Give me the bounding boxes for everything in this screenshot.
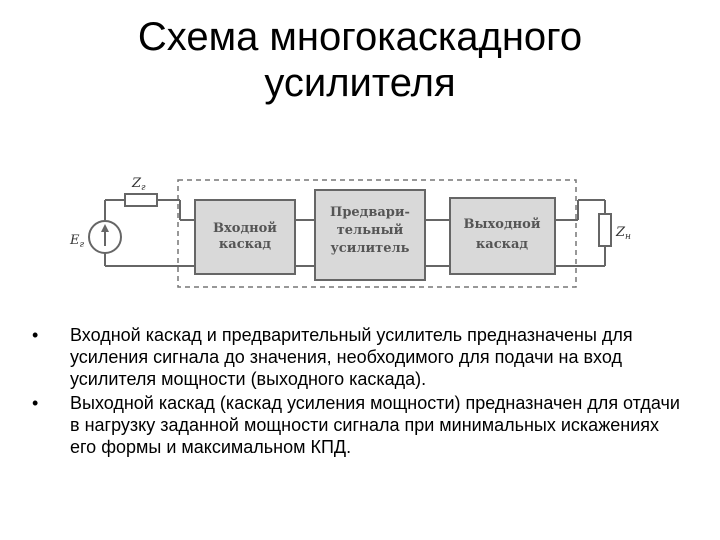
bullet-marker: • <box>32 325 39 345</box>
block-1-label-line-1: Входной <box>213 221 277 236</box>
block-preamplifier <box>314 189 426 281</box>
block-2-label-line-2: тельный <box>337 223 404 238</box>
amplifier-boundary <box>177 179 577 288</box>
bullet-text-2: Выходной каскад (каскад усиления мощност… <box>70 393 680 457</box>
source-impedance-resistor <box>124 193 158 207</box>
bullet-item-1: • Входной каскад и предварительный усили… <box>28 324 688 390</box>
load-impedance-resistor <box>598 213 612 247</box>
block-3-label-line-1: Выходной <box>464 217 541 232</box>
block-output-stage <box>449 197 556 275</box>
bullet-marker: • <box>32 393 39 413</box>
load-impedance-label: Zн <box>615 225 631 242</box>
block-2-label-line-3: усилитель <box>330 241 409 256</box>
bullet-list: • Входной каскад и предварительный усили… <box>28 324 688 460</box>
amplifier-block-diagram: Входной каскад Предвари- тельный усилите… <box>60 162 660 292</box>
title-line-1: Схема многокаскадного <box>137 15 583 59</box>
diagram-svg: Входной каскад Предвари- тельный усилите… <box>69 176 631 288</box>
source-impedance-label: Zг <box>131 176 146 193</box>
source-emf-label: Eг <box>69 233 85 250</box>
title-line-2: усилителя <box>264 61 456 105</box>
block-1-label-line-2: каскад <box>219 237 272 252</box>
bullet-text-1: Входной каскад и предварительный усилите… <box>70 325 633 389</box>
source-emf-arrowhead <box>101 224 109 232</box>
block-input-stage <box>194 199 296 275</box>
page-title: Схема многокаскадного усилителя <box>0 14 720 106</box>
block-2-label-line-1: Предвари- <box>330 205 410 220</box>
block-3-label-line-2: каскад <box>476 237 529 252</box>
bullet-item-2: • Выходной каскад (каскад усиления мощно… <box>28 392 688 458</box>
